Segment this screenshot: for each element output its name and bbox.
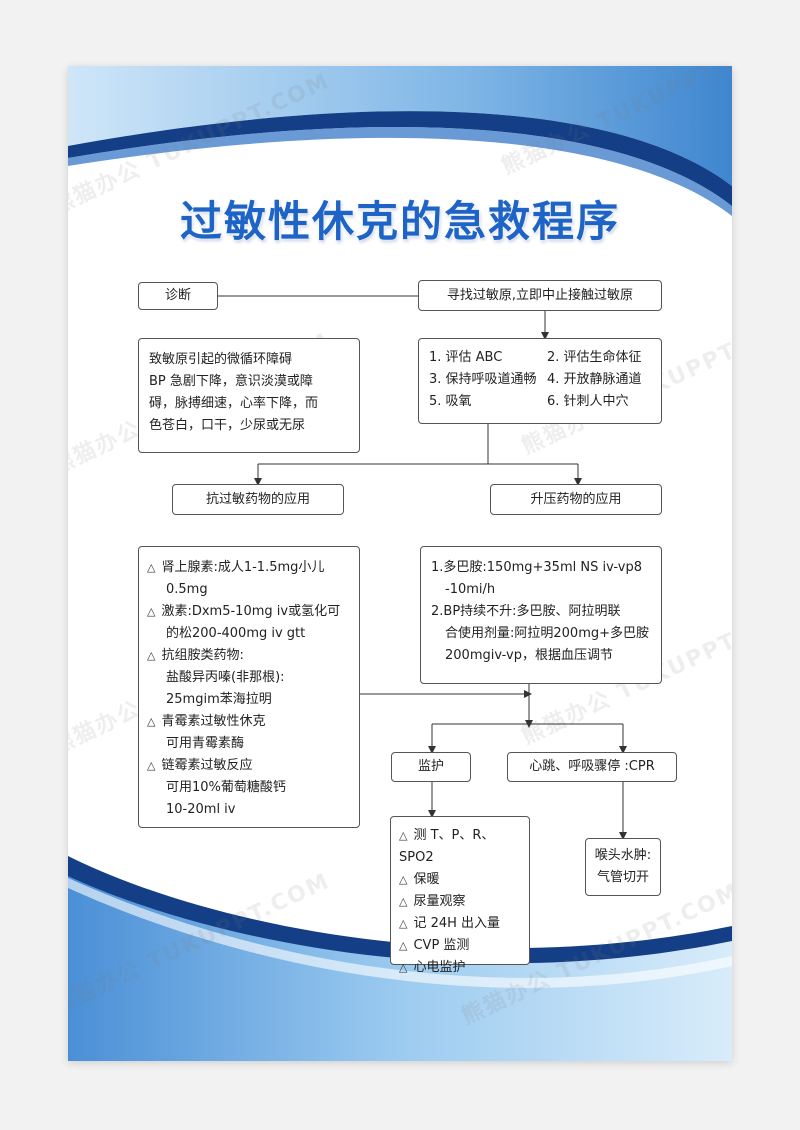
vasopressor-label: 升压药物的应用 — [530, 491, 622, 507]
monitor-item: △记 24H 出入量 — [399, 916, 501, 931]
monitor-item: △测 T、P、R、SPO2 — [399, 828, 495, 865]
laryngeal-edema-line: 气管切开 — [596, 870, 649, 885]
assessment-box: 1. 评估 ABC 2. 评估生命体征 3. 保持呼吸道通畅 4. 开放静脉通道… — [418, 338, 662, 424]
diagnosis-detail-line: 色苍白，口干，少尿或无尿 — [149, 418, 306, 433]
flowchart-connectors — [218, 295, 627, 840]
vasopressor-detail-box: 1.多巴胺:150mg+35ml NS iv-vp8 -10mi/h 2.BP持… — [420, 546, 662, 684]
diagnosis-label: 诊断 — [164, 288, 191, 303]
triangle-bullet-icon: △ — [399, 829, 408, 842]
stop-allergen-label: 寻找过敏原,立即中止接触过敏原 — [446, 287, 634, 303]
triangle-bullet-icon: △ — [147, 605, 156, 618]
diagnosis-detail-box: 致敏原引起的微循环障碍 BP 急剧下降，意识淡漠或障 碍，脉搏细速，心率下降，而… — [138, 338, 360, 453]
anti-allergy-item: △抗组胺类药物:盐酸异丙嗪(非那根):25mgim苯海拉明 — [147, 648, 285, 707]
triangle-bullet-icon: △ — [147, 759, 156, 772]
cpr-box: 心跳、呼吸骤停 :CPR — [507, 752, 677, 782]
triangle-bullet-icon: △ — [147, 715, 156, 728]
page-title: 过敏性休克的急救程序 — [179, 197, 620, 246]
triangle-bullet-icon: △ — [147, 649, 156, 662]
diagnosis-detail-line: 碍，脉搏细速，心率下降，而 — [149, 396, 319, 411]
assess-item: 2. 评估生命体征 — [547, 350, 642, 365]
assess-item: 6. 针刺人中穴 — [547, 394, 629, 409]
diagnosis-box: 诊断 — [138, 282, 218, 310]
stop-allergen-box: 寻找过敏原,立即中止接触过敏原 — [418, 280, 662, 311]
triangle-bullet-icon: △ — [399, 873, 408, 886]
diagnosis-detail-line: BP 急剧下降，意识淡漠或障 — [149, 374, 313, 389]
monitor-detail-box: △测 T、P、R、SPO2 △保暖 △尿量观察 △记 24H 出入量 △CVP … — [390, 816, 530, 975]
poster: 熊猫办公 TUKUPPT.COM 熊猫办公 TUKUPPT.COM 熊猫办公 T… — [68, 66, 732, 1061]
monitor-label: 监护 — [417, 759, 444, 774]
triangle-bullet-icon: △ — [399, 939, 408, 952]
vasopressor-item: 1.多巴胺:150mg+35ml NS iv-vp8 -10mi/h — [431, 560, 642, 597]
triangle-bullet-icon: △ — [399, 895, 408, 908]
assess-item: 4. 开放静脉通道 — [547, 372, 642, 387]
diagnosis-detail-line: 致敏原引起的微循环障碍 — [149, 352, 293, 367]
monitor-box: 监护 — [391, 752, 471, 782]
assess-item: 1. 评估 ABC — [429, 350, 503, 365]
anti-allergy-item: △激素:Dxm5-10mg iv或氢化可的松200-400mg iv gtt — [147, 604, 341, 641]
assess-item: 3. 保持呼吸道通畅 — [429, 372, 537, 387]
vasopressor-box: 升压药物的应用 — [490, 484, 662, 515]
triangle-bullet-icon: △ — [399, 917, 408, 930]
monitor-item: △CVP 监测 — [399, 938, 470, 953]
monitor-item: △心电监护 — [399, 960, 466, 975]
triangle-bullet-icon: △ — [147, 561, 156, 574]
anti-allergy-label: 抗过敏药物的应用 — [205, 491, 310, 507]
laryngeal-edema-line: 喉头水肿: — [594, 848, 652, 863]
laryngeal-edema-box: 喉头水肿: 气管切开 — [585, 838, 661, 896]
vasopressor-item: 2.BP持续不升:多巴胺、阿拉明联 合使用剂量:阿拉明200mg+多巴胺 200… — [431, 604, 650, 663]
cpr-label: 心跳、呼吸骤停 :CPR — [529, 759, 655, 774]
triangle-bullet-icon: △ — [399, 961, 408, 974]
anti-allergy-item: △青霉素过敏性休克可用青霉素酶 — [147, 714, 266, 751]
assess-item: 5. 吸氧 — [429, 394, 472, 409]
monitor-item: △保暖 — [399, 872, 440, 887]
anti-allergy-box: 抗过敏药物的应用 — [172, 484, 344, 515]
monitor-item: △尿量观察 — [399, 894, 466, 909]
